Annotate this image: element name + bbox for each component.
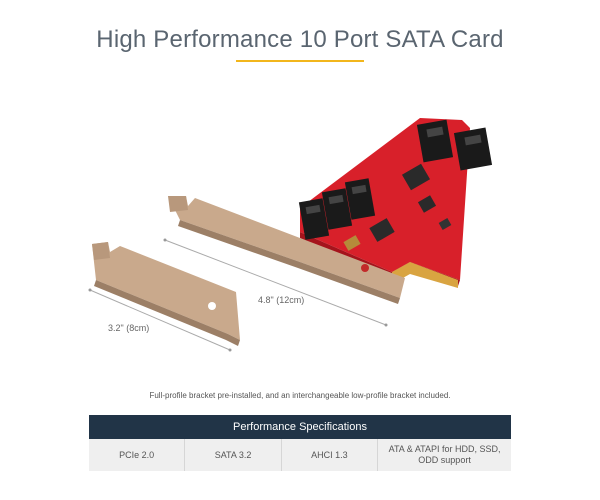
title-underline xyxy=(236,60,364,62)
page-title: High Performance 10 Port SATA Card xyxy=(96,26,504,53)
full-profile-bracket xyxy=(168,196,405,304)
image-caption: Full-profile bracket pre-installed, and … xyxy=(149,391,451,400)
spec-cell-ata-atapi: ATA & ATAPI for HDD, SSD, ODD support xyxy=(388,444,501,465)
sata-port-group xyxy=(298,119,493,240)
spec-cell-pcie: PCIe 2.0 xyxy=(89,439,186,471)
dimension-line-long xyxy=(163,238,388,327)
low-profile-bracket xyxy=(92,242,240,346)
specifications-heading: Performance Specifications xyxy=(89,415,511,439)
sata-card-product-image: 4.8" (12cm) 3.2" (8cm) xyxy=(88,118,493,352)
dimension-line-short xyxy=(88,288,232,352)
spec-cell-sata: SATA 3.2 xyxy=(185,439,282,471)
specifications-table: Performance Specifications PCIe 2.0 SATA… xyxy=(89,415,511,471)
dimension-label-short: 3.2" (8cm) xyxy=(108,323,149,333)
spec-cell-ahci: AHCI 1.3 xyxy=(282,439,379,471)
specifications-row: PCIe 2.0 SATA 3.2 AHCI 1.3 ATA & ATAPI f… xyxy=(89,439,511,471)
dimension-label-long: 4.8" (12cm) xyxy=(258,295,304,305)
